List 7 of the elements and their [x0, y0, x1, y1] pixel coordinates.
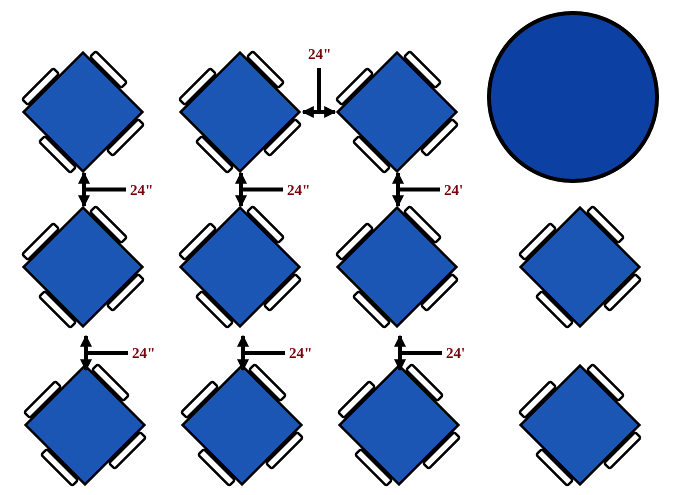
dimension-label: 24' — [444, 183, 464, 199]
dimension-label: 24" — [132, 346, 156, 362]
dimension-label: 24" — [287, 183, 310, 199]
dimension-label: 24" — [130, 183, 154, 199]
dimension-label: 24" — [308, 47, 332, 63]
dimension-label: 24' — [446, 346, 466, 362]
dimension-label: 24" — [289, 346, 312, 362]
